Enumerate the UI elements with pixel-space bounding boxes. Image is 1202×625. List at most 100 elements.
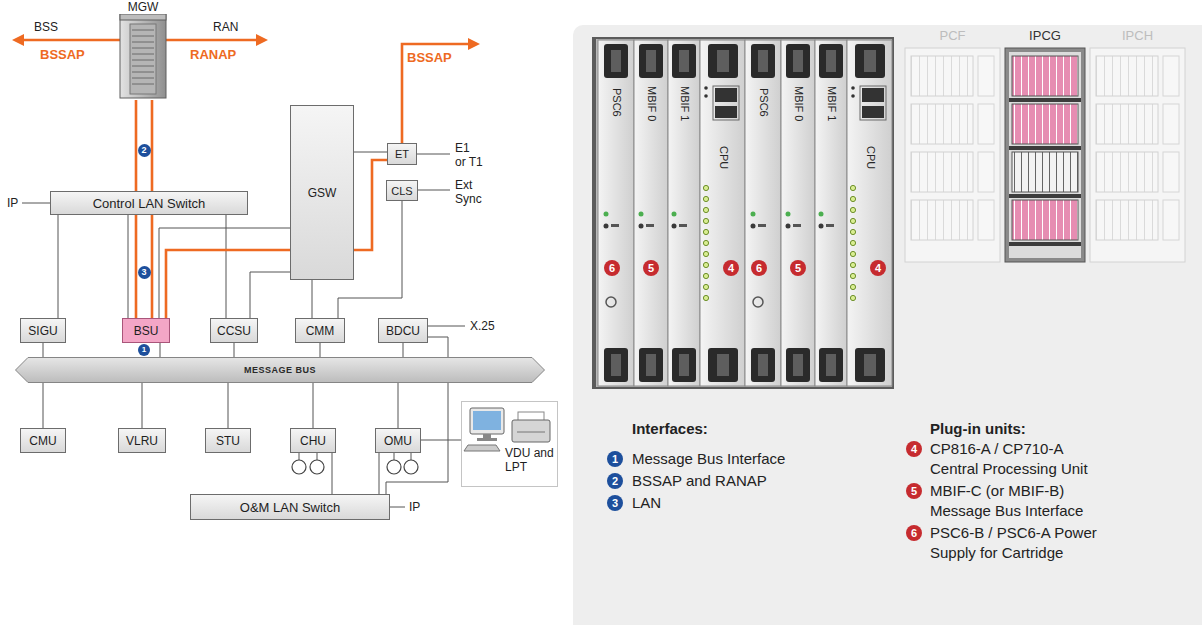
label-anchor: BSS [34,20,58,34]
highlighted-cabinet [1005,48,1085,262]
card-handle [639,348,663,382]
highlighted-cabinet [1009,146,1081,150]
callout-number: 6 [604,260,620,276]
leader-line [299,453,411,460]
label-anchor: 4 [723,260,739,276]
unit-box: BSU [122,318,170,343]
connector [354,152,387,153]
cpu-led-column [703,251,708,256]
callout-number: 5 [643,260,659,276]
plug-in-card: MBIF 0 [634,40,668,386]
unit-box: VLRU [118,428,166,453]
node-label: IPCH [1090,28,1185,44]
connector [228,383,229,428]
arrow-head [12,34,24,46]
label-anchor: LAN [632,494,661,512]
node-label: ET [395,148,409,160]
label-anchor: 6 [906,525,922,541]
faded-cabinet [978,200,994,240]
highlighted-cabinet [1009,98,1081,102]
faded-cabinet [911,200,973,240]
card-handle [672,348,696,382]
switch-box: GSW [290,105,354,280]
callout-number: 3 [138,266,151,279]
cpu-led-column [703,218,708,223]
cabinet-drawing [905,48,1185,262]
cpu-led-column [703,273,708,278]
connector [43,383,44,428]
cpu-led-column [703,196,708,201]
status-led [611,224,619,227]
annotation: IP [409,500,420,514]
connector [43,343,44,357]
card-set [634,40,668,386]
card-handle [639,44,663,78]
connector-line [43,383,44,428]
node-label: SIGU [28,324,57,338]
node-label: MBIF 1 [678,86,691,121]
node-label: MBIF 0 [792,86,805,121]
connector [421,440,461,441]
annotation: Ext Sync [455,178,487,206]
cpu-led-column [703,262,708,267]
connector [160,343,161,357]
cpu-led-column [703,185,708,190]
cartridge-photo [596,39,892,387]
label-anchor: 1 [607,451,623,467]
faded-cabinet [978,56,994,96]
cpu-led-column [703,229,708,234]
connector [313,383,314,428]
signalling-arrow [402,44,470,143]
status-led [672,224,677,229]
connector [159,228,290,318]
faded-cabinet [978,104,994,144]
label-anchor: 4 [870,260,886,276]
card-handle-slot [646,354,656,376]
card-handle [604,44,628,78]
leader-line [417,190,450,191]
annotation: RAN [213,20,238,34]
card-set [598,40,634,386]
card-handle [672,44,696,78]
connector-line [159,228,290,318]
protocol-label: BSSAP [407,50,452,65]
gateway-icon-shape [132,30,154,84]
highlighted-cabinet [1009,242,1081,246]
terminal-box-shape [483,434,491,438]
connector [58,215,59,318]
node-label: BDCU [386,324,420,338]
card-handle-slot [717,354,729,376]
connector [403,343,404,357]
label-anchor: 5 [643,260,659,276]
card-handle-slot [611,354,621,376]
node-label: MBIF 1 [825,86,838,121]
callout-number: 2 [607,473,623,489]
label-anchor: RAN [213,20,238,34]
callout-number: 4 [723,260,739,276]
label-anchor: 1 [138,344,150,356]
cpu-ports [704,86,708,90]
unit-box: CCSU [210,318,258,343]
label-anchor: MBIF-C (or MBIF-B) Message Bus Interface [930,481,1140,521]
cartridge-photo [592,37,894,389]
faded-cabinet [911,104,973,144]
plug-in-card: PSC6 [598,40,634,386]
node-label: O&M LAN Switch [240,500,340,515]
node-label: PSC6 [610,88,623,117]
terminal-box-shape [477,438,497,441]
faded-cabinet [905,48,1000,262]
leader-line [22,203,50,204]
label-anchor: CP816-A / CP710-A Central Processing Uni… [930,439,1140,479]
legend-item: BSSAP and RANAP [632,472,767,490]
node-label: MGW [108,0,178,14]
card-handle-slot [679,354,689,376]
label-anchor: 2 [138,144,151,157]
unit-box: CLS [386,180,418,201]
connector-line [403,343,404,357]
label-anchor: Interfaces: [632,420,708,438]
connector-line [43,343,44,357]
faded-cabinet [911,152,973,192]
power-symbol [606,297,616,307]
connector [234,343,235,357]
